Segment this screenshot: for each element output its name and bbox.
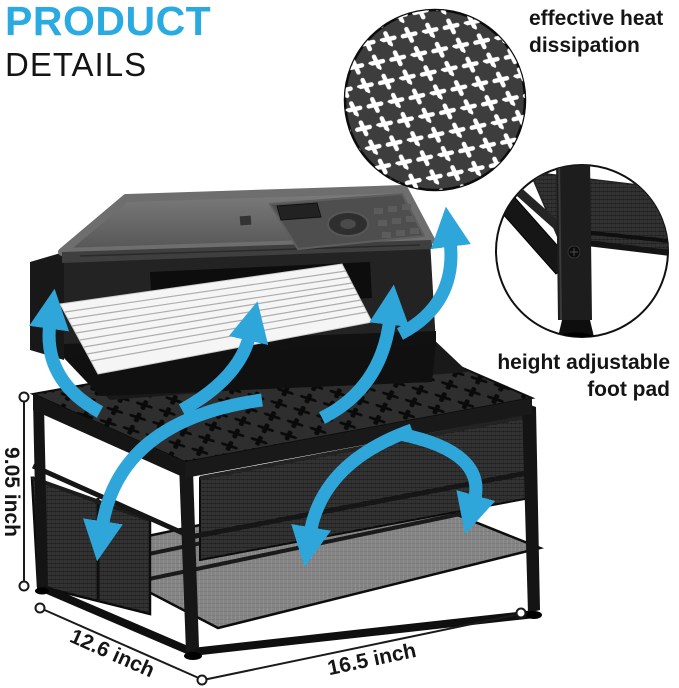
foot-pad-callout-line1: height adjustable (497, 351, 670, 374)
height-dimension-line (18, 391, 30, 592)
heat-callout-line1: effective heat (529, 7, 664, 30)
printer-logo (239, 215, 252, 226)
title-block: PRODUCT DETAILS (5, 0, 211, 81)
airflow-arrow (398, 427, 496, 535)
printer-paper (59, 263, 373, 375)
heat-dissipation-detail-circle (343, 8, 527, 192)
page-title: PRODUCT (5, 0, 212, 44)
printer-screen (276, 202, 322, 221)
adjustable-foot (558, 320, 594, 337)
width-dimension-line (196, 607, 527, 686)
airflow-arrow (291, 423, 415, 568)
printer-control-panel (269, 193, 425, 250)
foot-pad-detail-circle (495, 164, 669, 338)
airflow-arrow (29, 288, 104, 418)
foot-pad-callout: height adjustable foot pad (440, 350, 670, 404)
airflow-arrow (83, 393, 263, 562)
perforation-pattern (345, 10, 525, 190)
airflow-arrow (318, 284, 410, 424)
depth-dimension-line (34, 602, 202, 680)
page-subtitle: DETAILS (5, 46, 148, 84)
stand-leg-closeup (556, 165, 592, 320)
heat-callout-line2: dissipation (529, 33, 640, 57)
printer-buttons (374, 204, 419, 238)
airflow-arrow (396, 206, 471, 340)
airflow-arrows (29, 206, 496, 568)
foot-pad-callout-line2: foot pad (587, 377, 670, 401)
airflow-arrow (178, 301, 269, 416)
height-dimension-label: 9.05 inch (0, 447, 23, 537)
dimension-lines (18, 391, 527, 686)
printer (30, 185, 468, 400)
heat-dissipation-callout: effective heat dissipation (529, 6, 679, 60)
